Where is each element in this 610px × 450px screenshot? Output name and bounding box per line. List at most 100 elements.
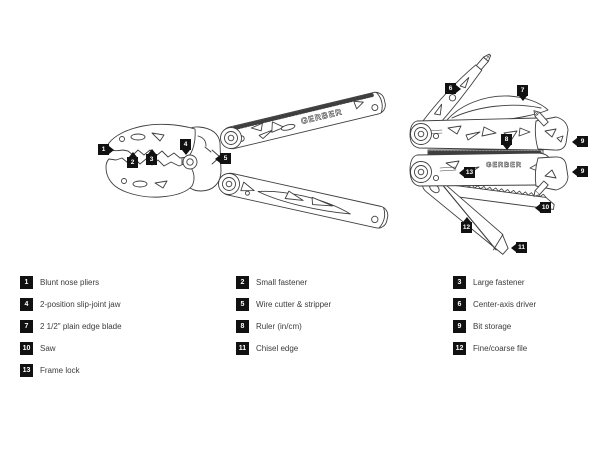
callout-2-small-fastener: 2 (127, 152, 138, 168)
multitool-diagrams: GERBER (105, 53, 569, 255)
phillips-cross (486, 55, 490, 59)
legend-column-3: 3 Large fastener 6 Center-axis driver 9 … (453, 276, 536, 364)
stored-bit (533, 110, 549, 127)
legend-number-badge: 12 (453, 342, 466, 355)
legend-item: 6 Center-axis driver (453, 298, 536, 311)
legend-label: Wire cutter & stripper (256, 300, 332, 309)
legend-label: Small fastener (256, 278, 308, 287)
jaw-cutout (130, 133, 146, 141)
knife-spine-line (451, 104, 542, 119)
legend-number-badge: 4 (20, 298, 33, 311)
handle-cutout (432, 132, 440, 140)
legend-number-badge: 9 (453, 320, 466, 333)
handle-cutout (432, 174, 440, 182)
callout-11-chisel-edge: 11 (511, 242, 527, 253)
legend-item: 3 Large fastener (453, 276, 536, 289)
handle-cutout (447, 125, 462, 135)
legend-number-badge: 13 (20, 364, 33, 377)
lanyard-hole (371, 104, 379, 112)
file-edge-line (437, 178, 497, 251)
jaw-cutout (154, 180, 168, 189)
callout-4-slip-joint-jaw: 4 (180, 139, 191, 155)
tool-diagram-fanned: GERBER (409, 53, 569, 255)
jaw-cutout (121, 178, 127, 184)
legend-number-badge: 5 (236, 298, 249, 311)
handle-screw (244, 190, 250, 196)
handle-cutout (284, 190, 304, 201)
legend-label: 2 1/2" plain edge blade (40, 322, 122, 331)
legend-number-badge: 1 (20, 276, 33, 289)
handle-cutout (271, 121, 285, 133)
callout-7-plain-edge-blade: 7 (517, 85, 528, 101)
tool-diagram-open: GERBER (105, 91, 389, 229)
handle-end-line (378, 207, 386, 229)
handle-pivot (225, 180, 233, 188)
slip-joint-bolt (186, 158, 194, 166)
callout-6-center-axis-driver: 6 (445, 83, 461, 94)
callout-5-wire-cutter: 5 (215, 153, 231, 164)
legend-item: 5 Wire cutter & stripper (236, 298, 331, 311)
legend-number-badge: 10 (20, 342, 33, 355)
callout-13-frame-lock: 13 (459, 167, 475, 178)
legend-label: Frame lock (40, 366, 80, 375)
jaw-cutout (119, 136, 125, 142)
handle-end-line (375, 91, 383, 114)
jaw-cutout (151, 132, 165, 142)
driver-cutout (434, 103, 443, 116)
lanyard-hole (371, 215, 379, 224)
legend-item: 7 2 1/2" plain edge blade (20, 320, 122, 333)
legend-label: Fine/coarse file (473, 344, 528, 353)
legend-label: Bit storage (473, 322, 512, 331)
callout-12-file: 12 (461, 217, 472, 233)
jaw-cutout (132, 180, 148, 188)
legend-number-badge: 2 (236, 276, 249, 289)
gerber-logo: GERBER (486, 162, 522, 169)
legend-column-2: 2 Small fastener 5 Wire cutter & strippe… (236, 276, 331, 364)
legend-item: 4 2-position slip-joint jaw (20, 298, 122, 311)
handle-cutout (353, 100, 364, 110)
legend-item: 2 Small fastener (236, 276, 331, 289)
legend-number-badge: 11 (236, 342, 249, 355)
frame-pivot (417, 168, 425, 176)
legend-label: Chisel edge (256, 344, 299, 353)
legend-item: 10 Saw (20, 342, 122, 355)
callout-1-blunt-nose-pliers: 1 (98, 144, 114, 155)
legend-number-badge: 6 (453, 298, 466, 311)
legend-item: 13 Frame lock (20, 364, 122, 377)
upper-handle: GERBER (222, 91, 386, 150)
legend-item: 8 Ruler (in/cm) (236, 320, 331, 333)
handle-cutout (280, 123, 296, 131)
lower-handle (220, 172, 389, 229)
legend-label: Blunt nose pliers (40, 278, 100, 287)
bit-storage-top (533, 110, 569, 151)
handle-cutout (311, 196, 334, 207)
legend-item: 9 Bit storage (453, 320, 536, 333)
callout-9-bit-storage-top: 9 (572, 136, 588, 147)
legend-label: Saw (40, 344, 56, 353)
callout-9-bit-storage-bottom: 9 (572, 166, 588, 177)
handle-cutout (250, 122, 263, 132)
legend-item: 1 Blunt nose pliers (20, 276, 122, 289)
frame-pivot (417, 130, 425, 138)
handle-cutout (258, 129, 273, 139)
legend-item: 12 Fine/coarse file (453, 342, 536, 355)
frame-lock-text-lines (439, 166, 457, 172)
ruler-ticks (232, 92, 375, 131)
chisel-tip-line (493, 234, 504, 251)
callout-8-ruler: 8 (501, 134, 512, 150)
callout-10-saw: 10 (535, 202, 551, 213)
legend-label: 2-position slip-joint jaw (40, 300, 121, 309)
handle-cutout (465, 131, 481, 141)
legend-number-badge: 3 (453, 276, 466, 289)
slip-joint-detail (197, 135, 207, 147)
legend-number-badge: 8 (236, 320, 249, 333)
legend-number-badge: 7 (20, 320, 33, 333)
wedge-cutout (544, 128, 557, 138)
handle-cutout (257, 190, 351, 215)
legend-label: Center-axis driver (473, 300, 537, 309)
driver-cutout (448, 94, 457, 102)
stored-bit (533, 180, 549, 197)
handle-cutout (240, 181, 255, 192)
wedge-cutout (544, 169, 557, 179)
